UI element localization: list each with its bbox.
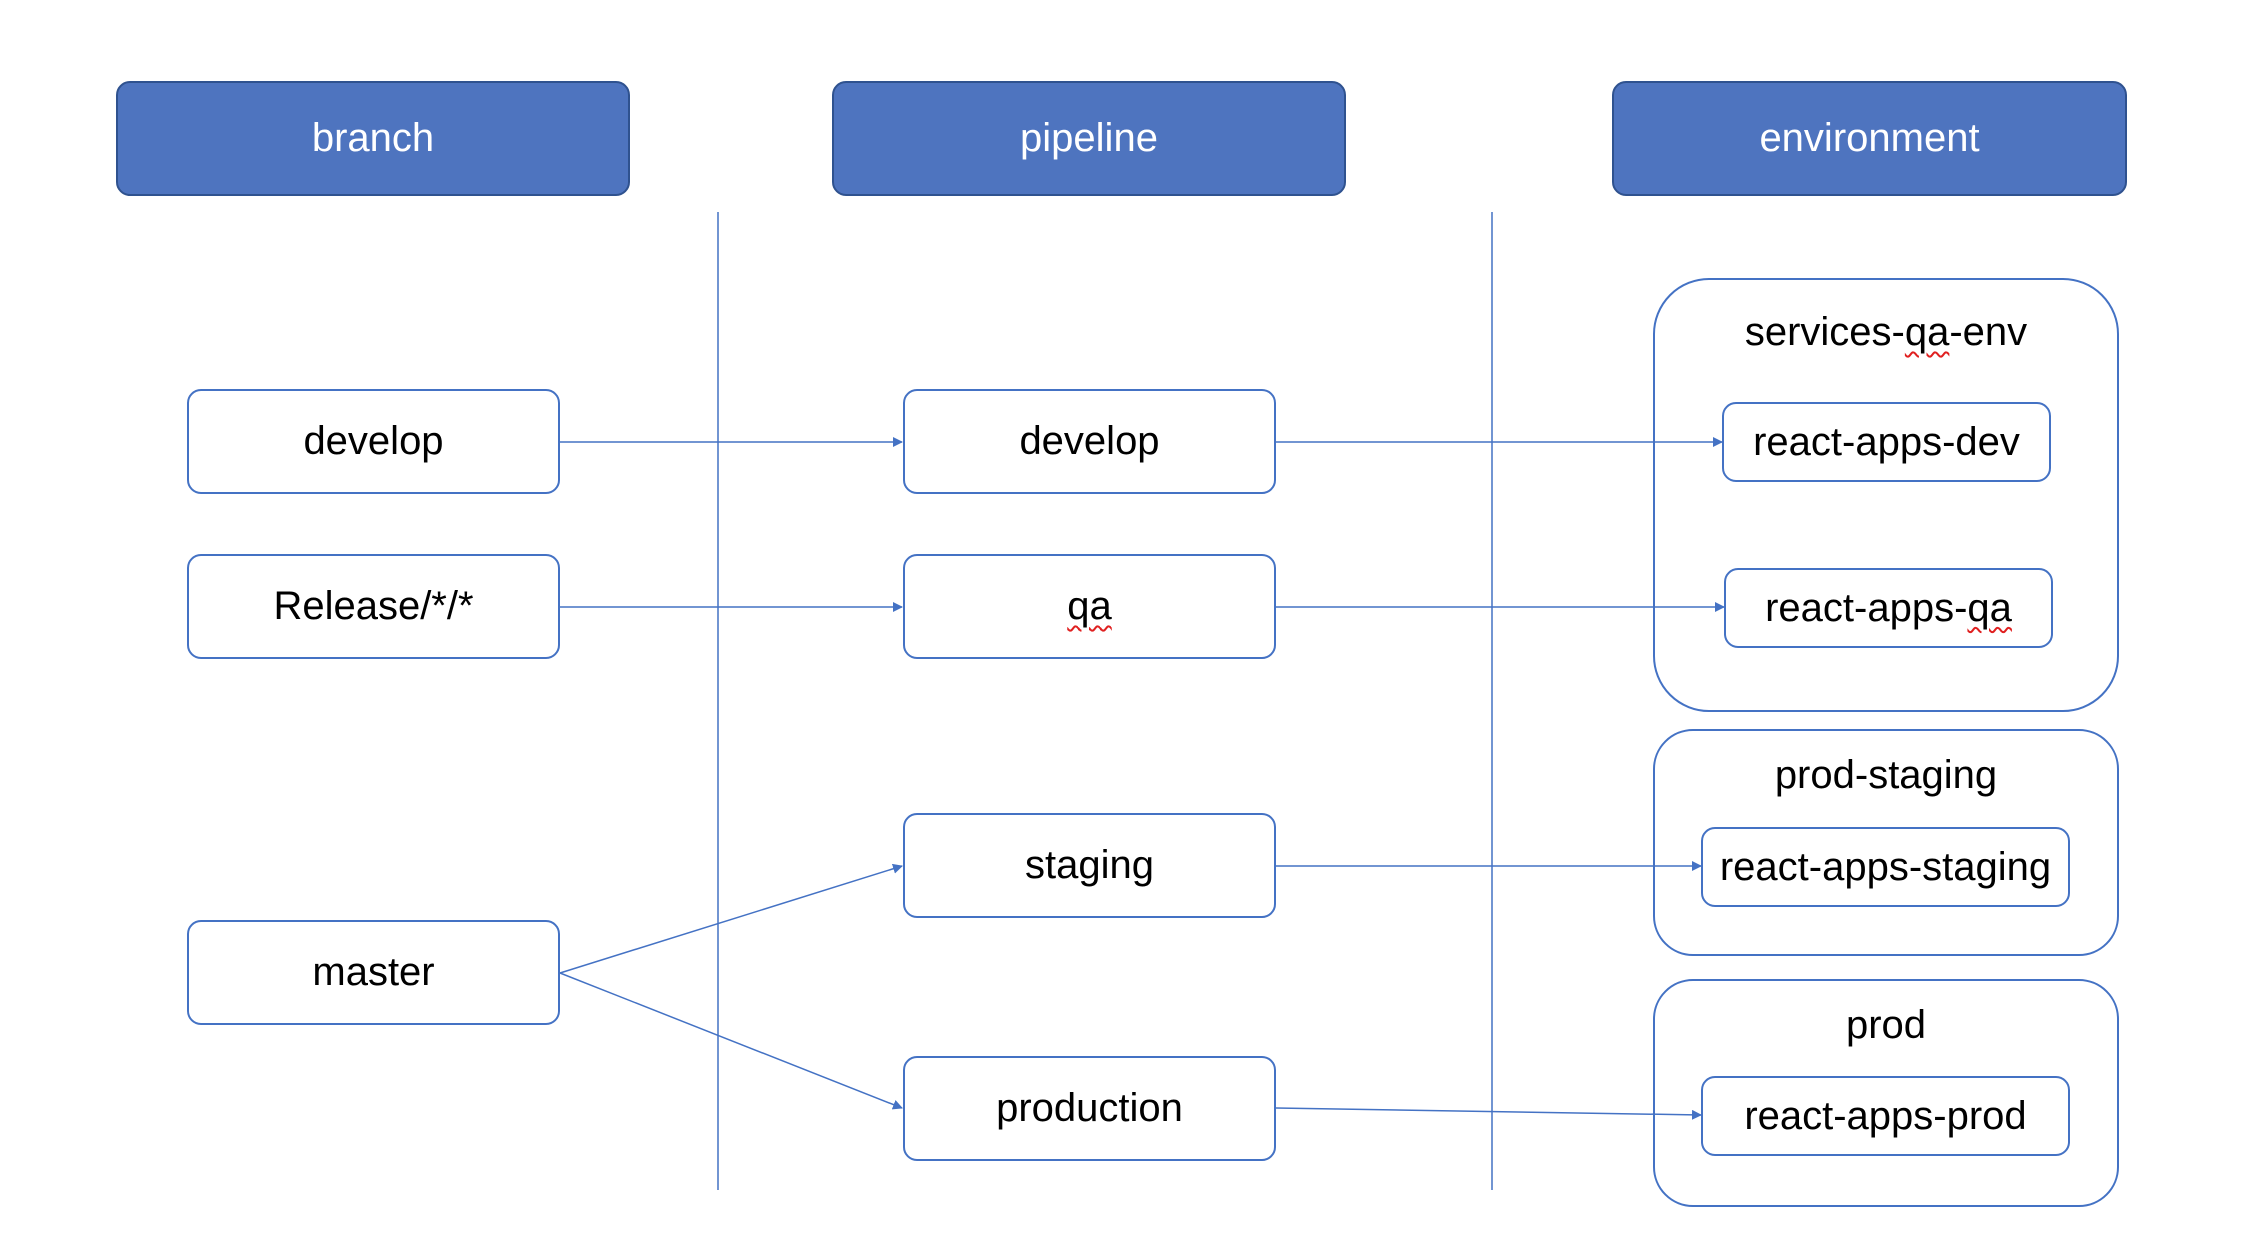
pipeline-production[interactable]: production <box>903 1056 1276 1161</box>
env-react-apps-dev[interactable]: react-apps-dev <box>1722 402 2051 482</box>
header-pipeline: pipeline <box>832 81 1346 196</box>
env-react-apps-prod[interactable]: react-apps-prod <box>1701 1076 2070 1156</box>
env-group-prod-staging: prod-staging <box>1653 729 2119 956</box>
arrow-production-to-react-apps-prod <box>1275 1107 1702 1120</box>
pipeline-staging[interactable]: staging <box>903 813 1276 918</box>
branch-release[interactable]: Release/*/* <box>187 554 560 659</box>
env-group-services-qa-label: services-qa-env <box>1744 310 2028 354</box>
env-react-apps-qa[interactable]: react-apps-qa <box>1724 568 2053 648</box>
pipeline-qa[interactable]: qa <box>903 554 1276 659</box>
header-branch: branch <box>116 81 630 196</box>
pipeline-develop[interactable]: develop <box>903 389 1276 494</box>
env-group-services-qa: services-qa-env <box>1653 278 2119 712</box>
env-group-prod-staging-label: prod-staging <box>1774 753 1998 797</box>
branch-master[interactable]: master <box>187 920 560 1025</box>
env-react-apps-staging[interactable]: react-apps-staging <box>1701 827 2070 907</box>
arrow-master-to-production <box>559 972 903 1110</box>
arrow-master-to-staging <box>559 863 903 974</box>
env-group-prod: prod <box>1653 979 2119 1207</box>
pipeline-qa-label: qa <box>1067 584 1112 628</box>
branch-develop[interactable]: develop <box>187 389 560 494</box>
env-group-prod-label: prod <box>1845 1003 1927 1047</box>
header-environment: environment <box>1612 81 2127 196</box>
